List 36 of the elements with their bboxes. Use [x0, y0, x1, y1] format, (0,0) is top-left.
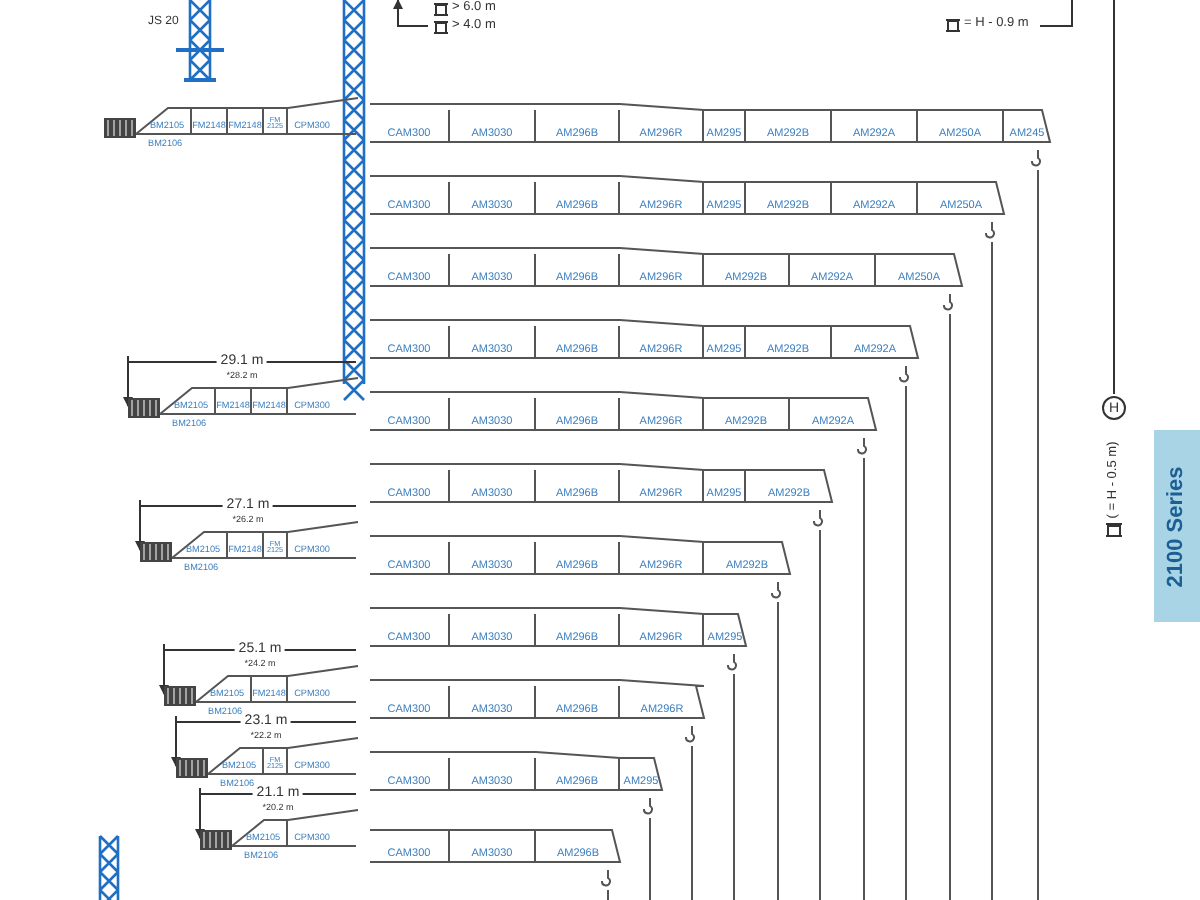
counter-jib-section [180, 532, 228, 558]
jib-frame [368, 174, 1006, 216]
jib-section [704, 182, 746, 214]
jib-frame [368, 462, 834, 504]
jib-section [704, 470, 746, 502]
counter-jib-section [264, 532, 288, 558]
jib-frame [368, 318, 920, 360]
jib-frame [368, 606, 748, 648]
counter-jib-section [228, 532, 264, 558]
counter-jib-frame [162, 664, 358, 708]
counter-jib-section [192, 108, 228, 134]
counter-jib-section [168, 388, 216, 414]
jib-frame [368, 390, 878, 432]
jib-frame [368, 750, 664, 792]
counter-jib-section [144, 108, 192, 134]
counter-jib-frame [102, 96, 358, 140]
counter-jib-section [252, 388, 288, 414]
series-title: 2100 Series [1166, 465, 1188, 587]
jib-section [704, 110, 746, 142]
jib-frame [368, 678, 706, 720]
counter-jib-section [264, 108, 288, 134]
counter-jib-section [252, 676, 288, 702]
counter-jib-section [264, 748, 288, 774]
counter-jib-frame [174, 736, 358, 780]
jib-frame [368, 246, 964, 288]
counter-jib-frame [126, 376, 358, 420]
jib-frame [368, 102, 1052, 144]
counter-jib-section [240, 820, 288, 846]
jib-section [704, 326, 746, 358]
counter-jib-section [204, 676, 252, 702]
counter-jib-section [216, 388, 252, 414]
counter-jib-frame [138, 520, 358, 564]
counter-jib-section [216, 748, 264, 774]
jib-frame [368, 534, 792, 576]
counter-jib-frame [198, 808, 358, 852]
counter-jib-section [228, 108, 264, 134]
